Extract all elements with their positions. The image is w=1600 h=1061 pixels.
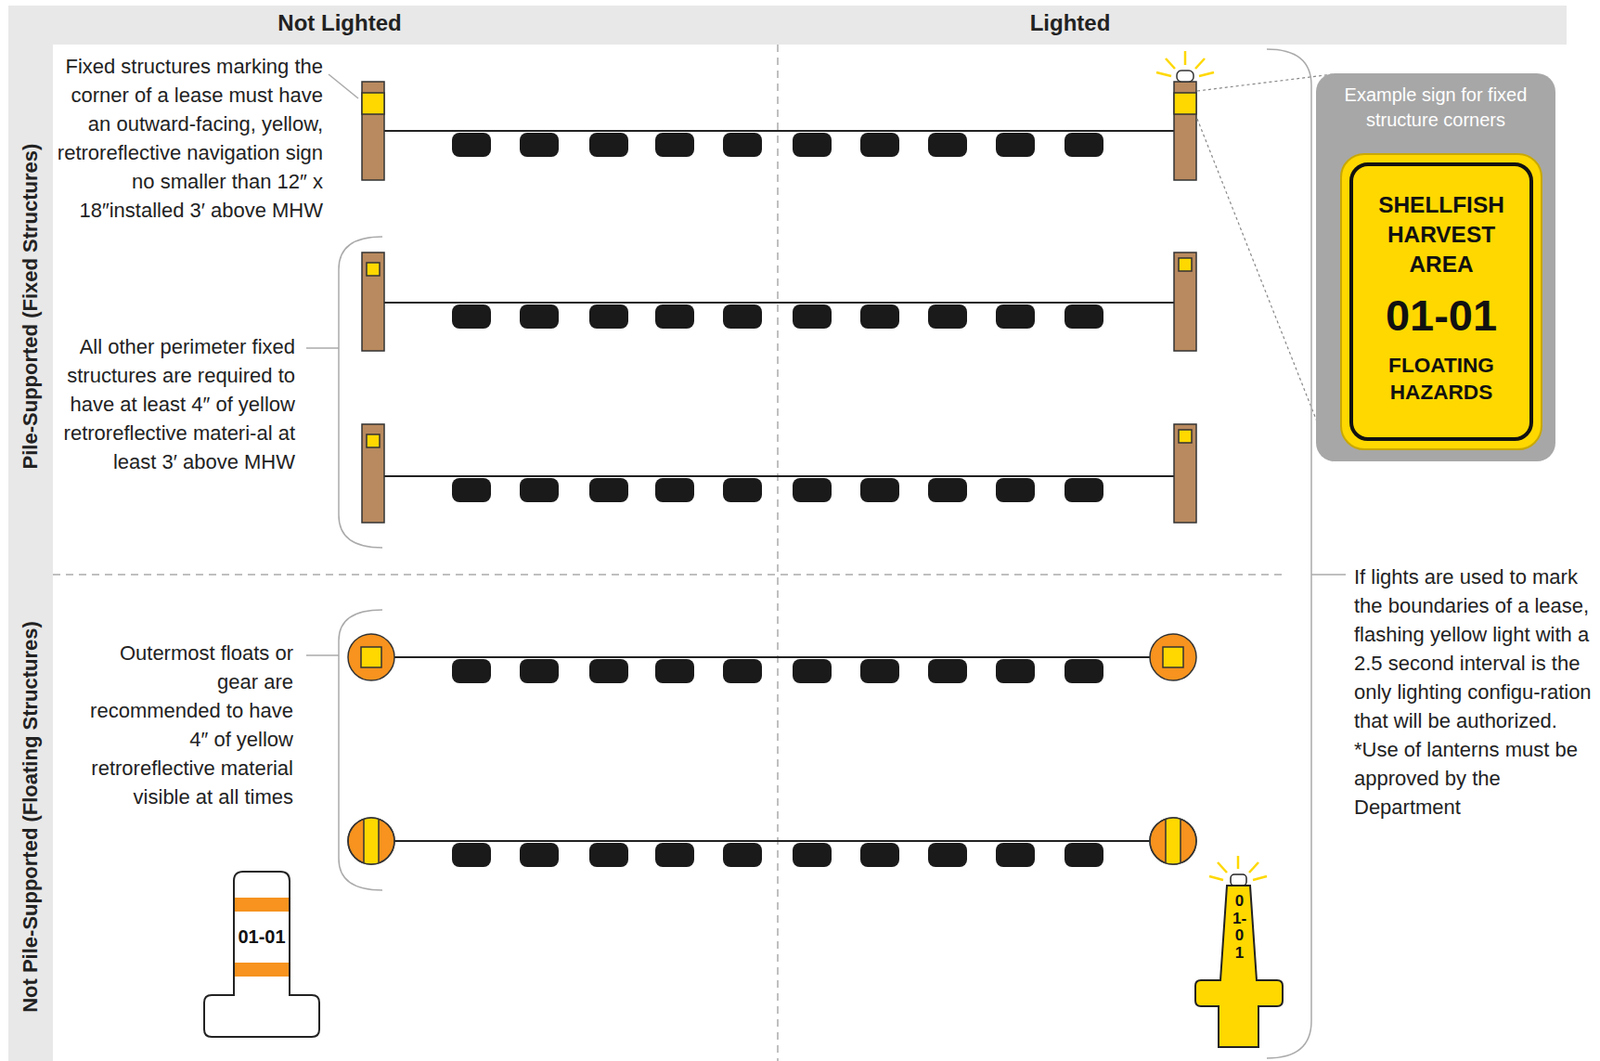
float [1064, 658, 1104, 684]
divider [776, 44, 779, 1061]
callout-text: All other perimeter fixed structures are… [57, 332, 296, 477]
float [589, 842, 629, 867]
float [995, 477, 1035, 503]
sign-number: 01-01 [1341, 284, 1541, 347]
corner-post [361, 70, 1197, 181]
float [722, 477, 762, 503]
panel-heading: Example sign for fixed structure corners [1316, 73, 1556, 148]
light-rays [1156, 51, 1214, 77]
float [1064, 477, 1104, 503]
float [860, 477, 900, 503]
shape [202, 869, 322, 1039]
callout-text: Outermost floats or gear are recommended… [83, 638, 294, 812]
float [1064, 842, 1104, 867]
float [1064, 132, 1104, 157]
float [792, 477, 832, 503]
sign-text: SHELLFISH HARVEST AREA01-01FLOATING HAZA… [1341, 154, 1541, 406]
float [451, 132, 491, 157]
float [589, 304, 629, 329]
float [655, 477, 695, 503]
float [655, 132, 695, 157]
column-heading: Not Lighted [154, 9, 526, 38]
side-band [8, 44, 53, 1061]
float [928, 842, 968, 867]
float [928, 304, 968, 329]
float [792, 304, 832, 329]
float [655, 658, 695, 684]
float [655, 304, 695, 329]
float [995, 658, 1035, 684]
float [722, 842, 762, 867]
float [928, 132, 968, 157]
float [519, 842, 559, 867]
sign-panel: Example sign for fixed structure corners… [1316, 73, 1556, 462]
note-block: If lights are used to mark the boundarie… [1354, 562, 1594, 822]
hazard-sign: SHELLFISH HARVEST AREA01-01FLOATING HAZA… [1340, 153, 1543, 451]
sign-title: SHELLFISH HARVEST AREA [1341, 190, 1541, 280]
divider [52, 573, 1286, 576]
float [451, 658, 491, 684]
float [928, 658, 968, 684]
float [451, 304, 491, 329]
float [451, 477, 491, 503]
float [722, 304, 762, 329]
float [519, 477, 559, 503]
float [722, 658, 762, 684]
row-heading: Pile-Supported (Fixed Structures) [17, 64, 44, 548]
float [655, 842, 695, 867]
buoy-number: 01-01 [1231, 892, 1248, 963]
float [792, 132, 832, 157]
float [589, 658, 629, 684]
float [860, 132, 900, 157]
float [792, 658, 832, 684]
row-heading: Not Pile-Supported (Floating Structures) [17, 584, 44, 1049]
float [519, 132, 559, 157]
header-band [8, 5, 1567, 45]
float [995, 842, 1035, 867]
float [589, 132, 629, 157]
float [995, 304, 1035, 329]
float [860, 304, 900, 329]
float [451, 842, 491, 867]
note-text: *Use of lanterns must be approved by the… [1354, 735, 1594, 822]
float [589, 477, 629, 503]
note-text: If lights are used to mark the boundarie… [1354, 562, 1594, 736]
callout-text: Fixed structures marking the corner of a… [55, 51, 323, 225]
sign-subtitle: FLOATING HAZARDS [1341, 351, 1541, 406]
buoy-number: 01-01 [202, 925, 322, 948]
float [860, 658, 900, 684]
float [860, 842, 900, 867]
bracket [306, 49, 1346, 1059]
float [519, 304, 559, 329]
float [519, 658, 559, 684]
float [995, 132, 1035, 157]
lighted-buoy: 01-01 [1193, 853, 1287, 1051]
end-float [348, 633, 1197, 865]
marker-buoy: 01-01 [202, 869, 322, 1039]
column-heading: Lighted [884, 9, 1256, 38]
float [1064, 304, 1104, 329]
float [792, 842, 832, 867]
float [928, 477, 968, 503]
perimeter-post [361, 252, 1197, 523]
float [722, 132, 762, 157]
